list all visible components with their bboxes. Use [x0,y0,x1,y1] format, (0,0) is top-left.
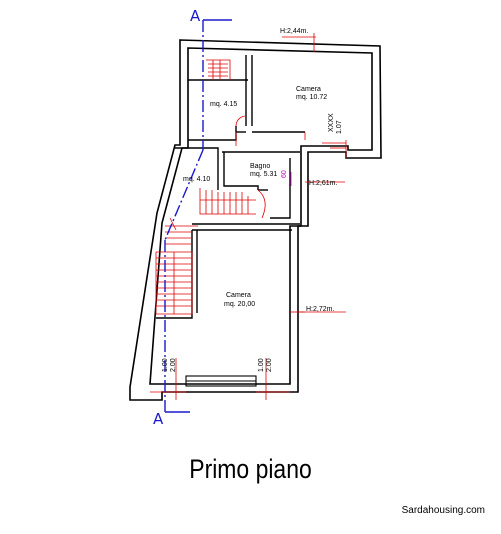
section-mark-top: A [190,7,201,25]
height-middle: H:2,61m. [309,180,337,187]
room-3-area: mq. 5.31 [250,171,277,178]
section-line [164,19,232,413]
section-mark-bottom: A [153,410,164,428]
plan-caption: Primo piano [189,454,312,484]
bl-mark-1: 1.00 [162,358,169,372]
height-bottom: H:2,72m. [306,306,334,313]
room-2-name: Camera [296,86,321,93]
window-code: XXXX [328,113,335,132]
outer-walls [129,39,382,401]
bottom-windows [185,375,257,387]
room-3-name: Bagno [250,163,270,170]
room-5-name: Camera [226,292,251,299]
bath-door-width: 60 [281,170,288,178]
room-2-area: mq. 10.72 [296,94,327,101]
height-top: H:2,44m. [280,28,308,35]
interior-walls [156,55,305,319]
room-1-area: mq. 4.15 [210,101,237,108]
br-mark-2: 2.00 [266,358,273,372]
br-mark-1: 1.00 [258,358,265,372]
window-height: 1.07 [336,120,343,134]
dimension-lines [150,33,347,400]
room-4-area: mq. 4.10 [183,176,210,183]
website-credit: Sardahousing.com [401,505,485,516]
room-5-area: mq. 20,00 [224,301,255,308]
bl-mark-2: 2.00 [170,358,177,372]
